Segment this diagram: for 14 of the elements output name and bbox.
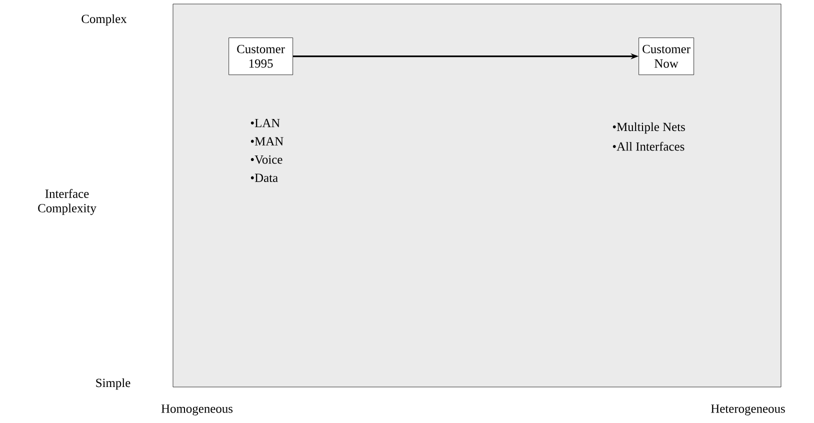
axis-label: Complex bbox=[82, 14, 127, 26]
axis-label: Interface Complexity bbox=[38, 189, 96, 215]
bullet-item: •LAN bbox=[250, 118, 280, 128]
bullet-item: •All Interfaces bbox=[612, 142, 684, 151]
bullet-item: •Voice bbox=[250, 155, 282, 164]
process-box: Customer 1995 bbox=[228, 38, 293, 75]
chart-panel bbox=[172, 4, 782, 388]
axis-label: Homogeneous bbox=[161, 404, 233, 416]
process-box: Customer Now bbox=[638, 38, 694, 75]
bullet-item: •Data bbox=[250, 174, 278, 182]
bullet-item: •Multiple Nets bbox=[612, 122, 685, 134]
axis-label: Heterogeneous bbox=[711, 404, 785, 416]
bullet-item: •MAN bbox=[250, 137, 284, 146]
axis-label: Simple bbox=[96, 378, 130, 390]
